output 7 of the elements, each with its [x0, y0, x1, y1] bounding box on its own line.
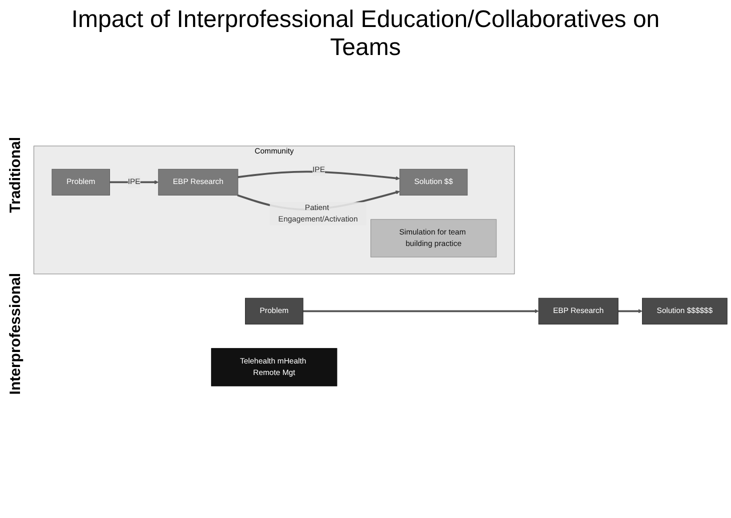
arrow [110, 180, 159, 184]
arrow [238, 170, 400, 180]
arrow [303, 309, 539, 314]
row-label: Traditional [6, 137, 24, 214]
arrow [618, 309, 642, 314]
diagram-title: Impact of Interprofessional Education/Collaboratives on Teams [70, 6, 661, 62]
row-label: Interprofessional [6, 273, 24, 395]
